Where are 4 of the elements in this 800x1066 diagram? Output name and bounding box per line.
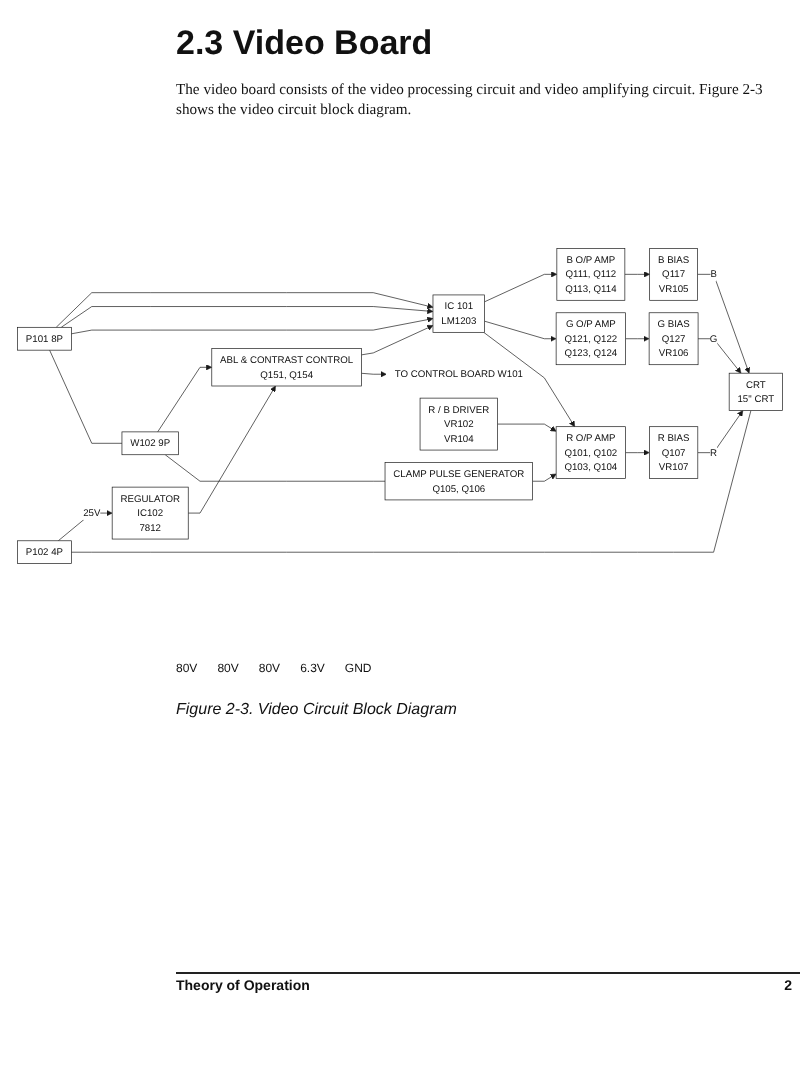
- figure-caption: Figure 2-3. Video Circuit Block Diagram: [176, 700, 457, 718]
- connector: [164, 454, 386, 482]
- connector: [49, 349, 123, 444]
- section-heading: 2.3 Video Board: [176, 24, 433, 64]
